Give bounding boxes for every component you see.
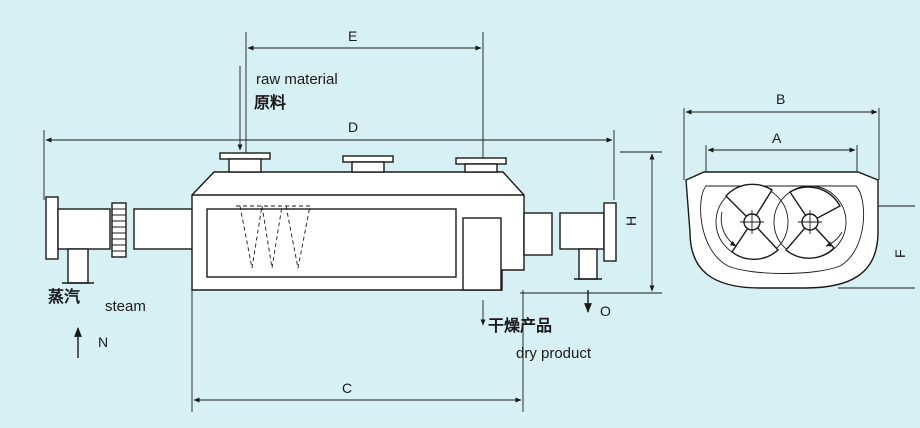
dimension-h-label: H [623, 216, 639, 226]
dryer-inner-chamber [206, 208, 457, 278]
dry-product-label: dry product [516, 345, 592, 362]
dry-product-cn-label: 干燥产品 [488, 316, 552, 335]
dimension-b: B [683, 91, 880, 180]
dimension-f-label: F [892, 249, 908, 258]
vent-nozzle-flange [455, 157, 507, 165]
dimension-a: A [705, 130, 858, 172]
steam-inlet-leg [67, 248, 89, 284]
left-paddle-blade-1 [725, 183, 773, 224]
right-end-assembly [523, 202, 617, 280]
rotation-arrow-right [825, 231, 843, 247]
raw-material-cn-label: 原料 [254, 93, 286, 112]
dimension-d: D [43, 119, 615, 200]
drive-shaft-housing [133, 208, 195, 250]
feed-nozzle-flange [219, 152, 271, 160]
end-view-shell [685, 171, 879, 289]
dimension-h: H [520, 151, 662, 294]
steam-inlet-assembly [45, 196, 195, 284]
feed-nozzle [228, 158, 262, 173]
steam-cn-label: 蒸汽 [48, 287, 80, 306]
dimension-b-label: B [776, 91, 785, 107]
dimension-a-label: A [772, 130, 782, 146]
dryer-shell [191, 171, 525, 291]
raw-material-label: raw material [256, 71, 338, 88]
steam-label: steam [105, 298, 146, 315]
dimension-d-label: D [348, 119, 358, 135]
steam-port-label: N [98, 334, 108, 350]
right-paddle-blade-1 [789, 186, 841, 223]
rotary-joint [111, 202, 127, 258]
steam-inlet-flange [45, 196, 59, 260]
rotation-arrow-left [720, 211, 737, 247]
dimension-e-label: E [348, 28, 357, 44]
end-view [685, 171, 879, 289]
dimension-c-label: C [342, 380, 352, 396]
steam-outlet-pipe [559, 212, 605, 250]
middle-nozzle-flange [342, 155, 394, 163]
right-shaft-housing [523, 212, 553, 256]
left-paddle-blade-2 [731, 220, 779, 261]
right-paddle-blade-2 [785, 220, 835, 259]
dimension-c: C [191, 290, 524, 412]
steam-outlet-flange [603, 202, 617, 262]
dryer-body [191, 152, 525, 291]
condensate-leg [578, 248, 598, 280]
steam-inlet-pipe [57, 208, 111, 250]
vent-nozzle [464, 163, 498, 173]
discharge-outlet [462, 217, 502, 291]
outlet-port-label: O [600, 303, 611, 319]
middle-nozzle [351, 161, 385, 173]
